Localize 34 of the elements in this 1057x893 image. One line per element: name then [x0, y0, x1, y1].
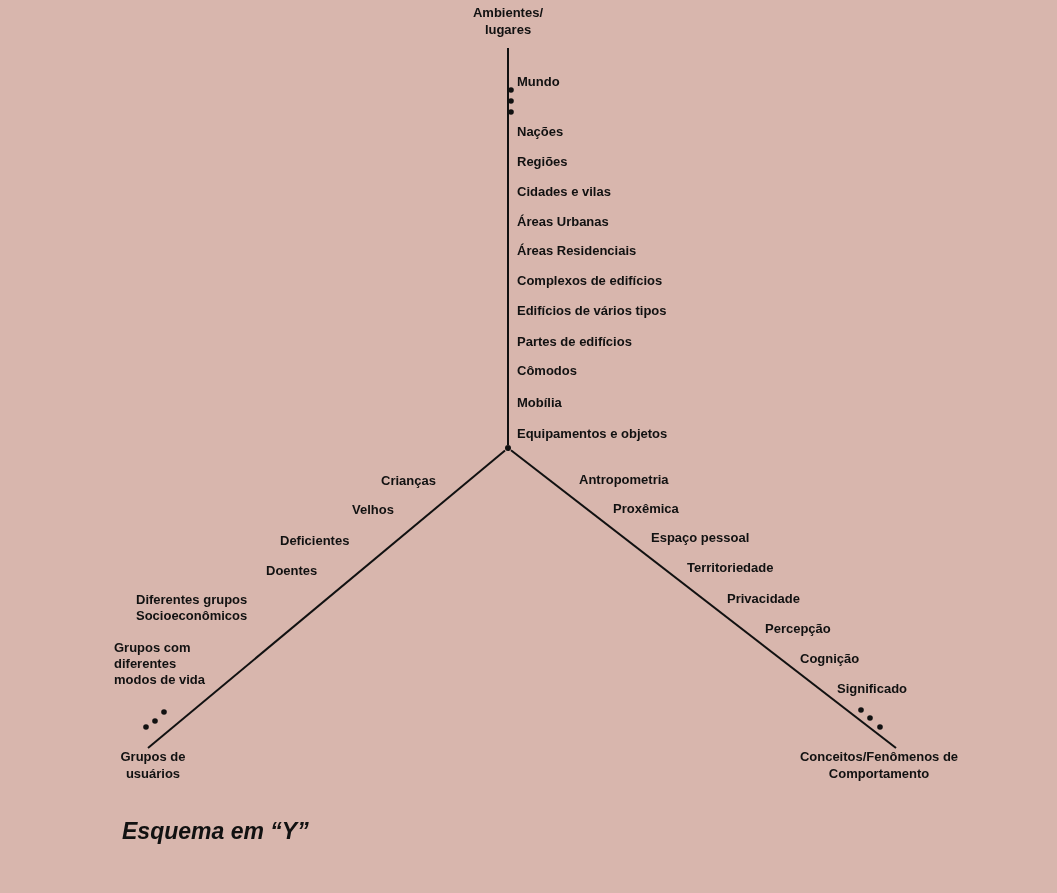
axis-title: Conceitos/Fenômenos de Comportamento — [790, 748, 968, 786]
axis-item-label: Mobília — [517, 395, 562, 411]
axis-item-label: Diferentes grupos Socioeconômicos — [136, 592, 249, 624]
axis-item-label: Proxêmica — [613, 501, 679, 517]
axis-item-label: Privacidade — [727, 591, 800, 607]
axis-item-label: Nações — [517, 124, 564, 140]
axis-line — [147, 449, 506, 749]
axis-item-label: Espaço pessoal — [651, 530, 750, 546]
axis-item-label: Territoriedade — [687, 560, 774, 576]
axis-item-label: Cognição — [800, 651, 860, 667]
axis-item-label: Percepção — [765, 621, 831, 637]
axis-item-label: Complexos de edifícios — [517, 273, 663, 289]
axis-item-label: Mundo — [517, 74, 560, 90]
axis-item-label: Cômodos — [517, 363, 577, 379]
axis-line — [507, 47, 509, 446]
axis-item-label: Deficientes — [280, 533, 350, 549]
axis-title: Grupos de usuários — [106, 748, 200, 786]
axis-item-label: Crianças — [381, 473, 436, 489]
axis-item-label: Antropometria — [579, 472, 669, 488]
axis-item-label: Velhos — [352, 502, 394, 518]
diagram-caption: Esquema em “Y” — [122, 818, 309, 845]
axis-title: Ambientes/ lugares — [462, 4, 554, 44]
axis-item-label: Áreas Urbanas — [517, 214, 609, 230]
junction-point — [505, 445, 511, 451]
axis-item-label: Equipamentos e objetos — [517, 426, 668, 442]
axis-item-label: Regiões — [517, 154, 568, 170]
axis-item-label: Significado — [837, 681, 908, 697]
axis-item-label: Cidades e vilas — [517, 184, 611, 200]
axis-item-label: Partes de edifícios — [517, 334, 632, 350]
axis-item-label: Edifícios de vários tipos — [517, 303, 667, 319]
axis-line — [510, 449, 897, 749]
axis-item-label: Doentes — [266, 563, 318, 579]
axis-item-label: Áreas Residenciais — [517, 243, 637, 259]
axis-item-label: Grupos com diferentes modos de vida — [114, 640, 207, 688]
